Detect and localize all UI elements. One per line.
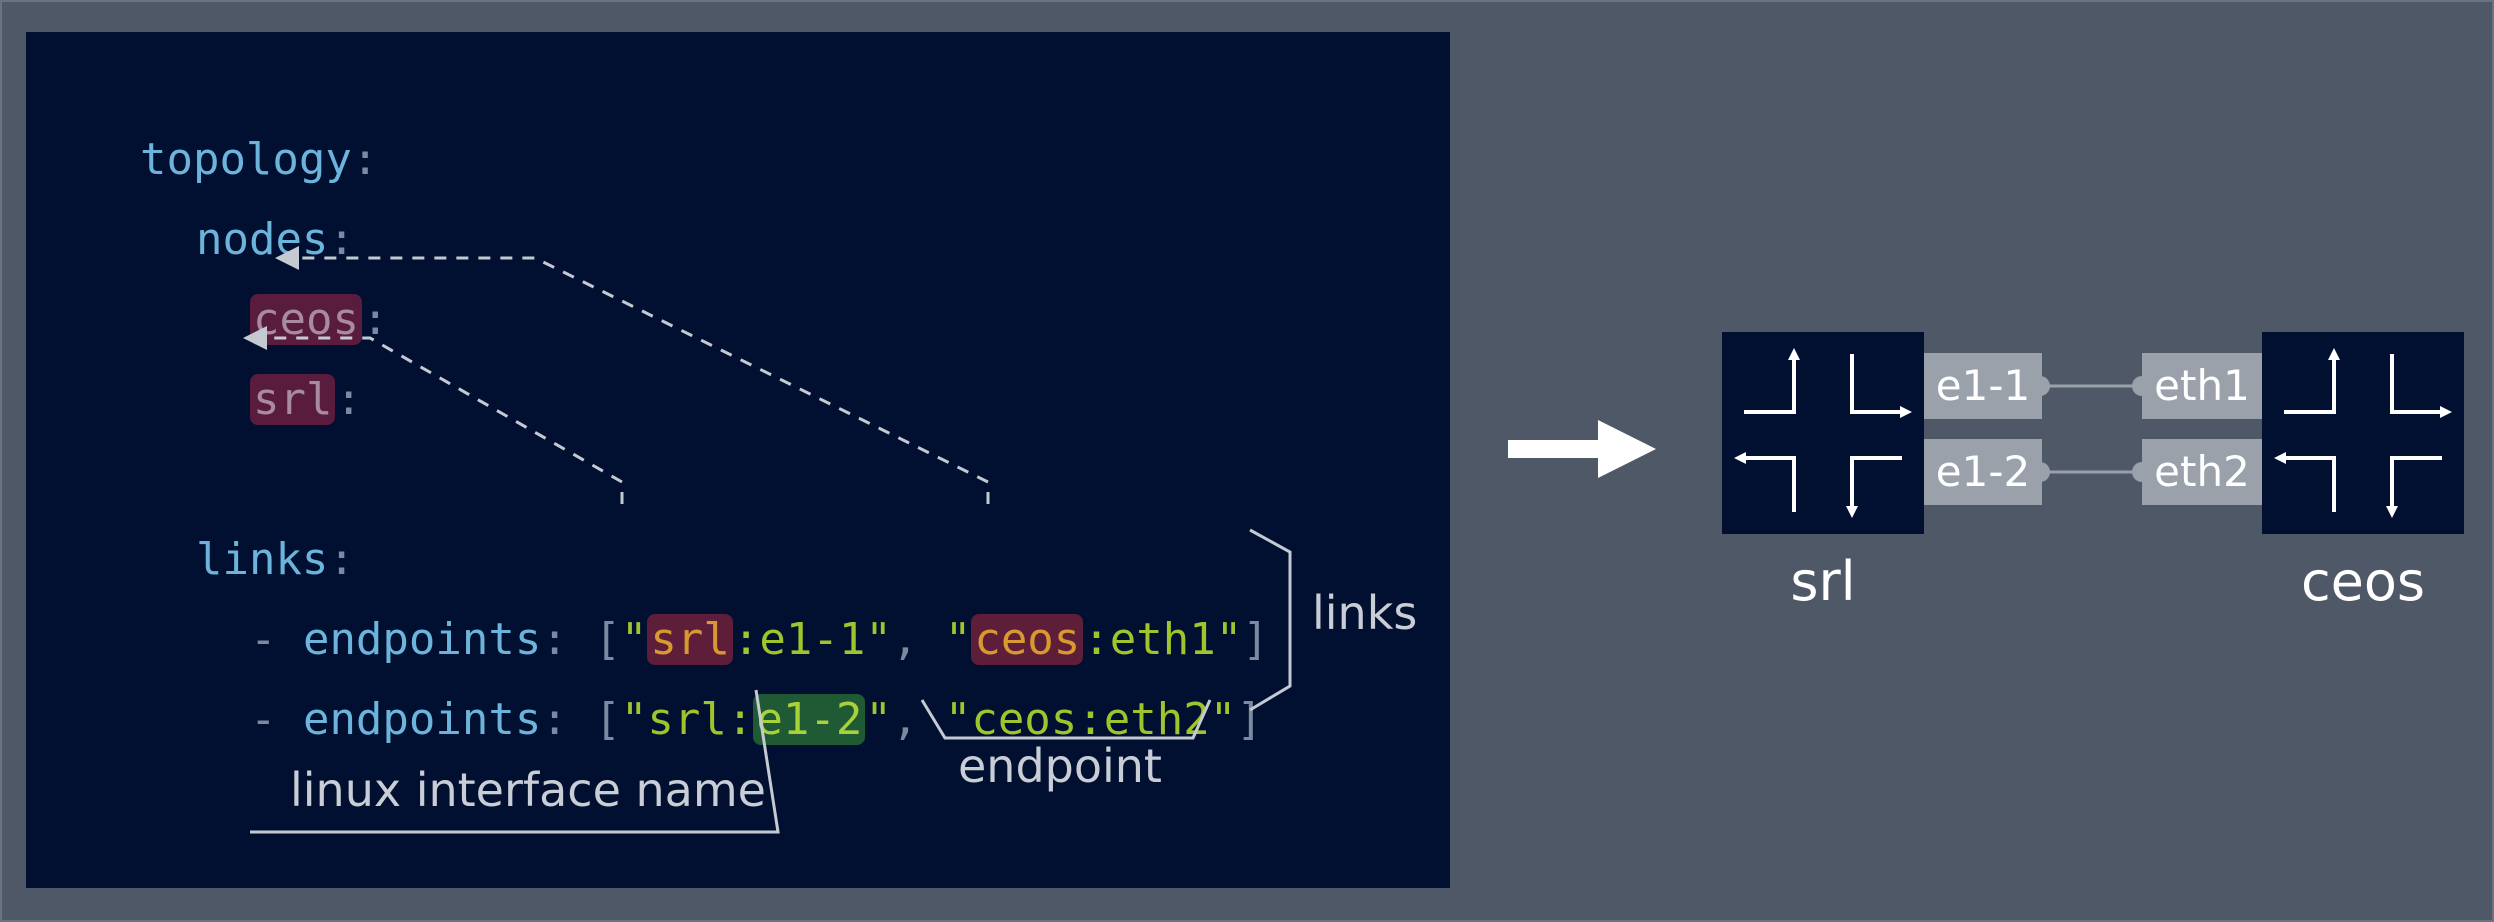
port-srl-e1-2: e1-2 — [1924, 439, 2042, 505]
port-ceos-eth2: eth2 — [2142, 439, 2262, 505]
node-label-ceos: ceos — [2300, 550, 2426, 613]
code-line-nodes: nodes: — [195, 214, 355, 265]
node-srl-name: srl — [249, 374, 336, 425]
node-label-srl: srl — [1790, 550, 1856, 613]
router-icon — [1734, 348, 1912, 518]
code-line-node-srl: srl: — [144, 310, 362, 425]
code-line-topology: topology: — [139, 134, 379, 185]
endpoints-key: endpoints — [302, 614, 542, 665]
endpoint-2-iface-a: e1-2 — [753, 694, 866, 745]
code-line-endpoints-1: - endpoints: ["srl:e1-1", "ceos:eth1"] — [249, 614, 1269, 665]
annotation-links: links — [1312, 586, 1418, 640]
endpoint-1-iface-b: eth1 — [1109, 614, 1216, 665]
annotation-linux-interface-name: linux interface name — [290, 763, 766, 817]
endpoint-1-node-b: ceos — [971, 614, 1084, 665]
endpoint-1-node-a: srl — [647, 614, 733, 665]
annotation-endpoint: endpoint — [958, 739, 1162, 793]
code-line-links: links: — [195, 534, 355, 585]
endpoint-1-iface-a: e1-1 — [759, 614, 866, 665]
router-node-ceos — [2262, 332, 2464, 534]
topology-key: topology — [139, 134, 352, 185]
code-line-node-ceos: ceos: — [144, 230, 388, 345]
router-icon — [2274, 348, 2452, 518]
code-line-endpoints-2: - endpoints: ["srl:e1-2", "ceos:eth2"] — [249, 694, 1263, 745]
links-key: links — [195, 534, 329, 585]
router-node-srl — [1722, 332, 1924, 534]
port-srl-e1-1: e1-1 — [1924, 353, 2042, 419]
endpoint-2-node-a: srl — [647, 694, 727, 745]
port-ceos-eth1: eth1 — [2142, 353, 2262, 419]
code-panel: topology: nodes: ceos: srl: links: - end… — [26, 32, 1450, 888]
